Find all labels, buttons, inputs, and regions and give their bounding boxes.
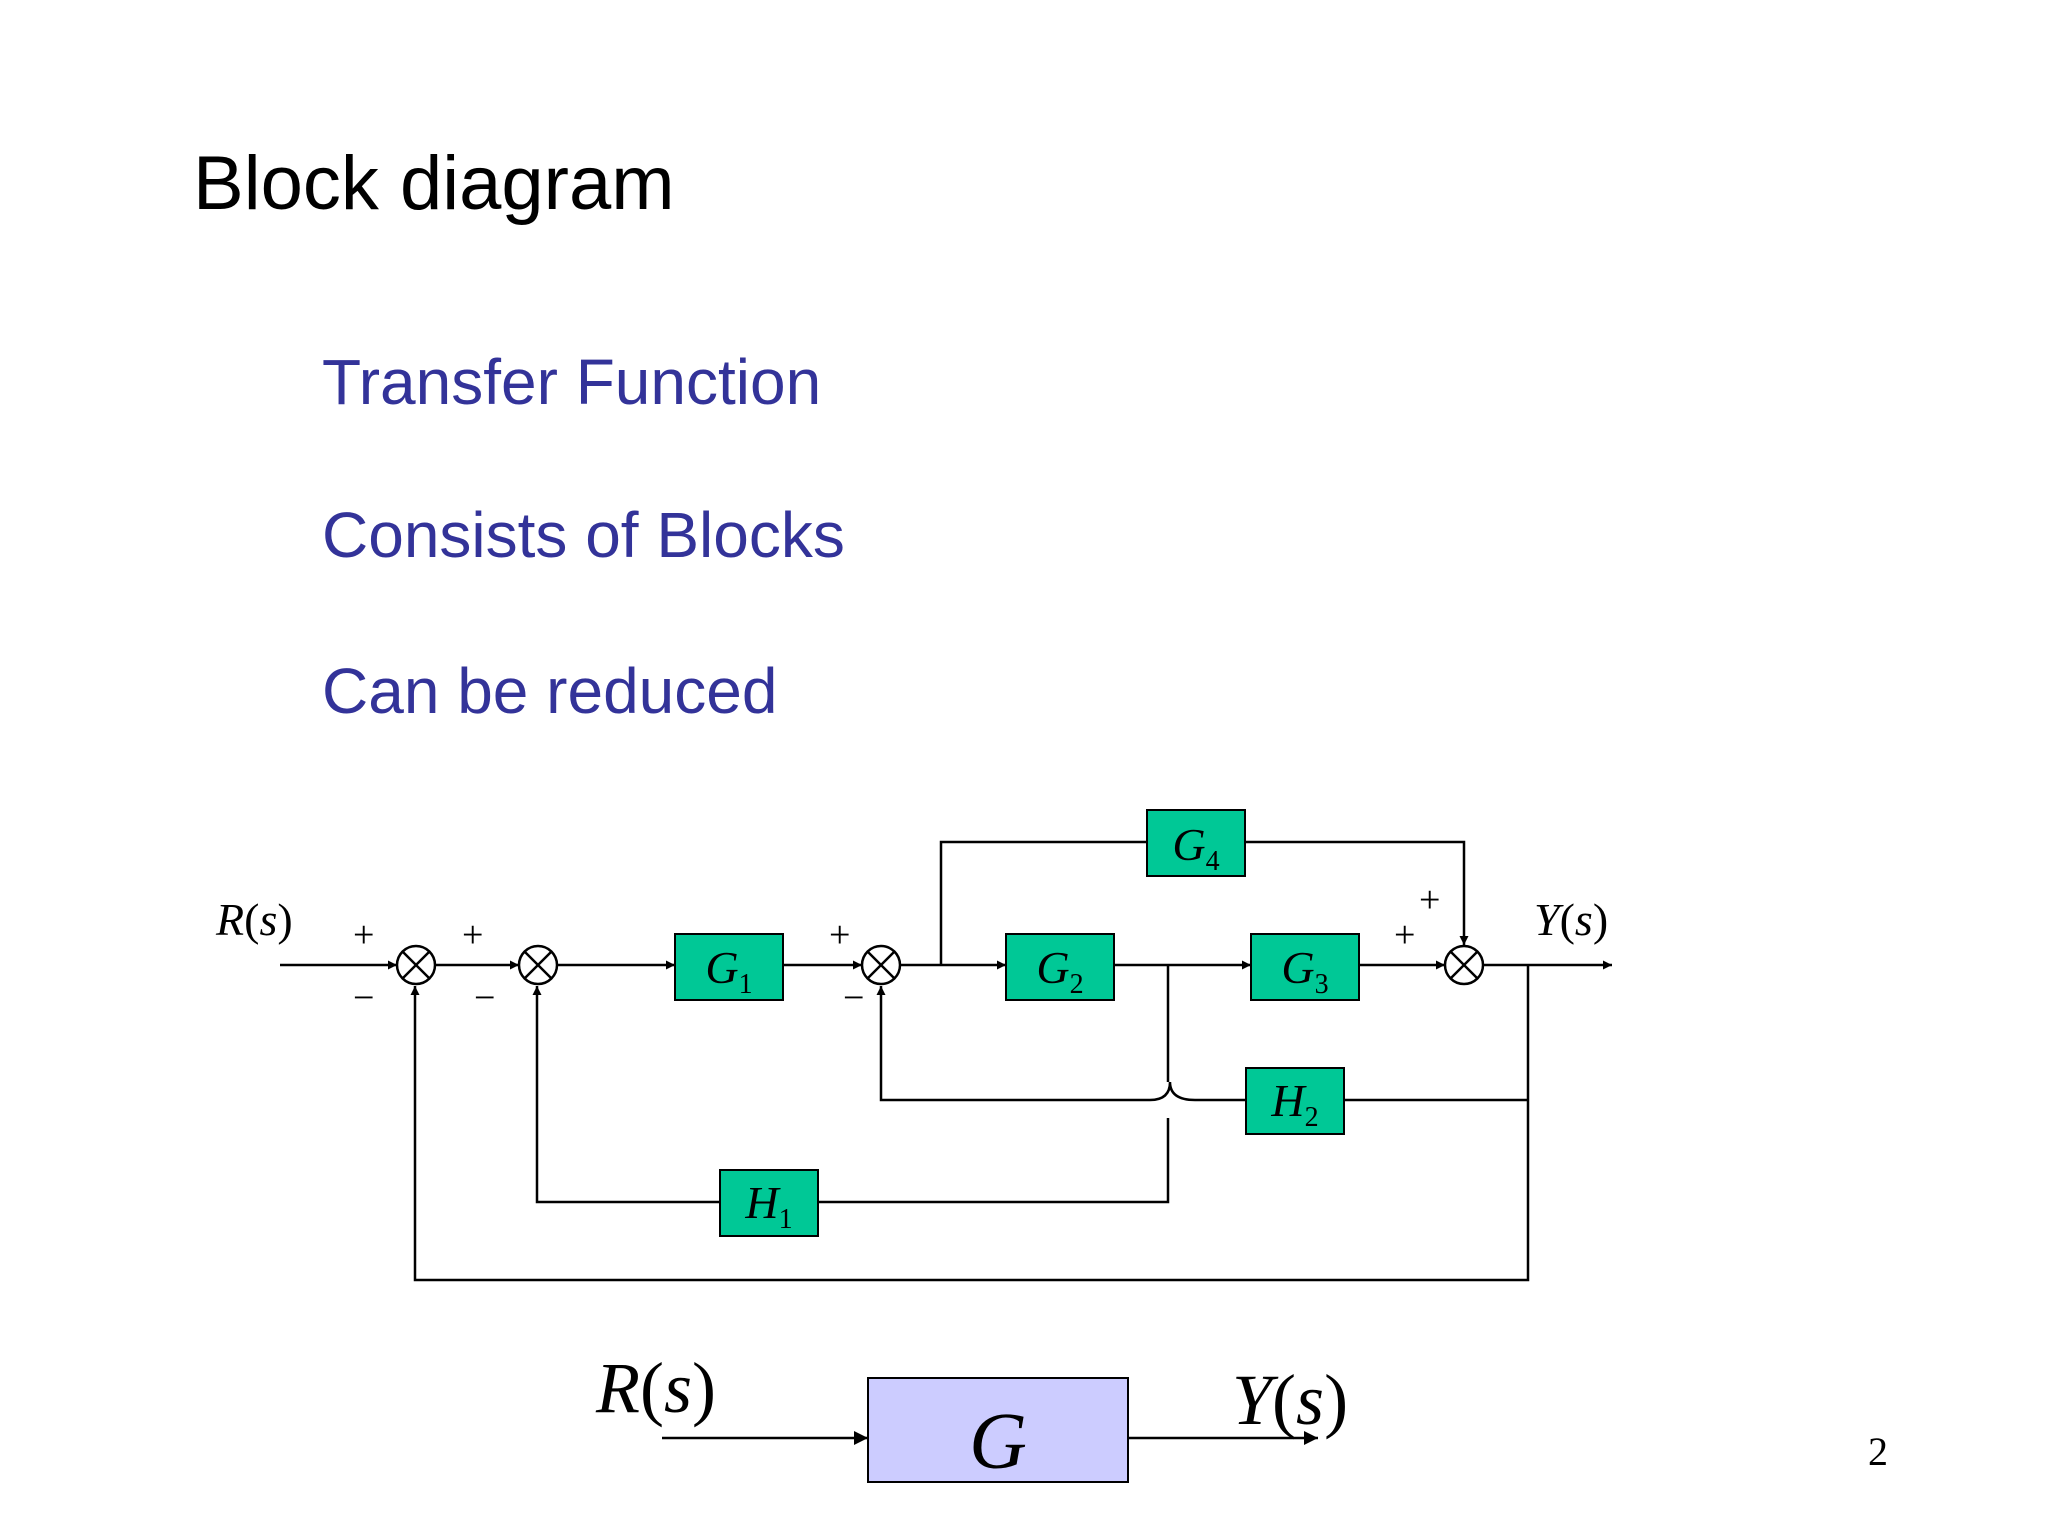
line-crossover-hop [1177,1088,1195,1115]
reduced-label-input-rs: R(s) [595,1348,716,1428]
block-reduced-g [867,1377,1129,1483]
line-h2-to-s3 [876,986,1150,1102]
bullet-transfer-function: Transfer Function [322,346,822,418]
label-g3: G3 [1281,942,1328,1000]
sign-s1-minus: − [353,977,374,1019]
label-g1: G1 [705,942,752,1000]
block-g2 [1005,933,1115,1001]
label-g2: G2 [1036,942,1083,1000]
sign-s3-plus: + [829,914,850,956]
reduced-label-output-ys: Y(s) [1232,1360,1348,1440]
block-h1 [719,1169,819,1237]
bullet-can-be-reduced: Can be reduced [322,655,778,727]
summing-junction-4 [1443,944,1485,986]
block-g4 [1146,809,1246,877]
sign-s3-minus: − [843,977,864,1019]
page-number: 2 [1868,1429,1888,1474]
sign-s4-plus-top: + [1419,879,1440,921]
block-g1 [674,933,784,1001]
sign-s2-plus: + [462,914,483,956]
reduced-block-label: G [969,1398,1027,1486]
summing-junction-1 [395,944,437,986]
sign-s1-plus: + [353,914,374,956]
line-outer-feedback [410,986,1530,1282]
line-h1-pickoff-lower [818,1118,1170,1204]
label-h1: H1 [744,1177,792,1235]
bullet-consists-of-blocks: Consists of Blocks [322,499,845,571]
block-g3 [1250,933,1360,1001]
summing-junction-2 [517,944,559,986]
label-input-rs: R(s) [215,894,293,945]
line-g4-out [1245,840,1469,945]
line-h2-hop [1149,1081,1196,1102]
block-h2 [1245,1067,1345,1135]
label-g4: G4 [1172,819,1219,877]
label-output-ys: Y(s) [1534,894,1608,945]
sign-s4-plus-left: + [1394,914,1415,956]
line-g4-branch [939,840,1147,965]
label-h2: H2 [1270,1075,1318,1133]
line-h1-to-s2 [532,986,720,1204]
sign-s2-minus: − [474,977,495,1019]
slide-title: Block diagram [193,141,675,226]
summing-junction-3 [860,944,902,986]
